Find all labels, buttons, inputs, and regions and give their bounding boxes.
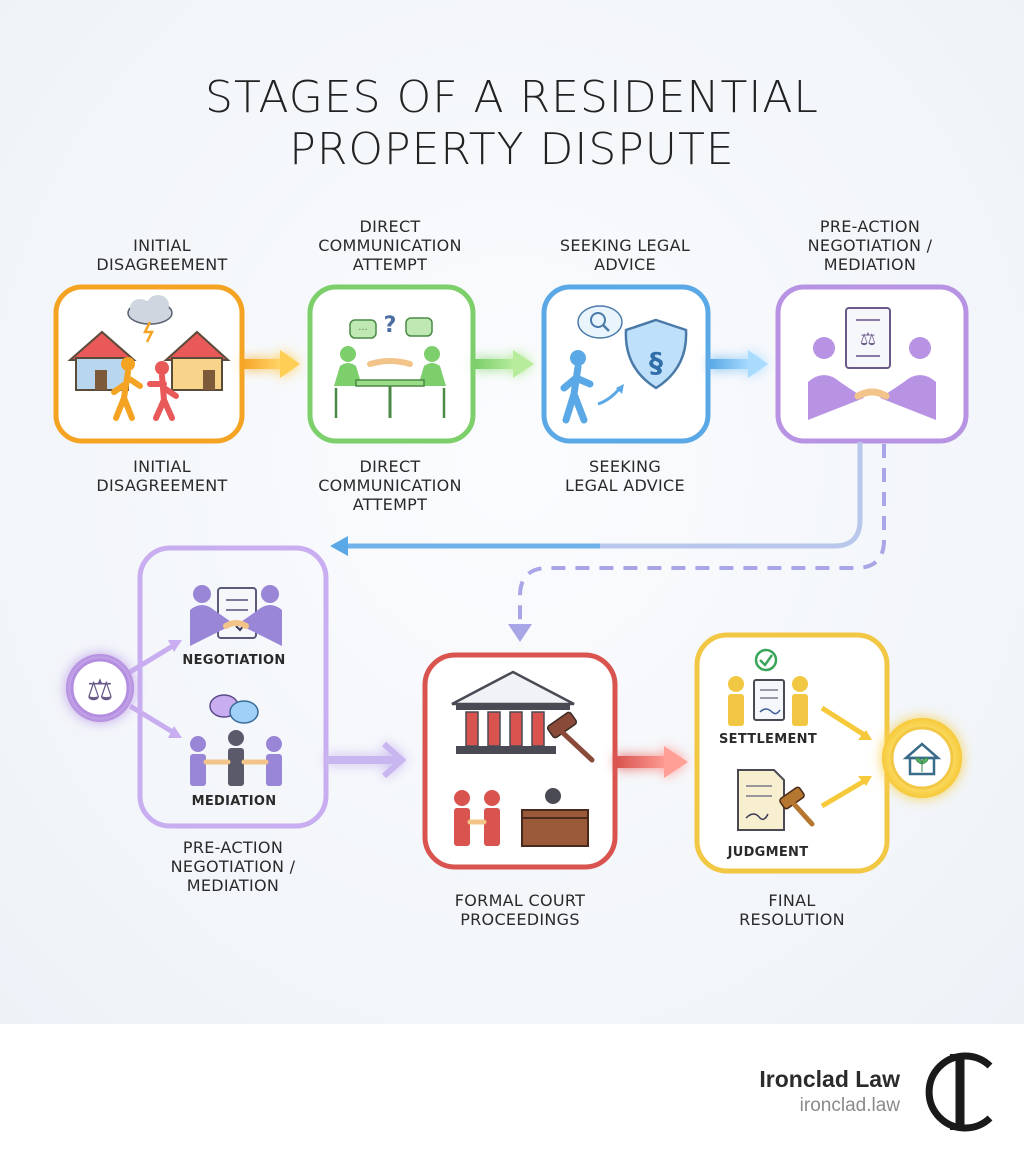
shield-advice-icon: § [560,305,688,424]
title-line-1: STAGES OF A RESIDENTIAL [205,72,819,123]
stage-card-initial-disagreement [53,284,245,444]
label-settlement: SETTLEMENT [718,732,817,747]
title-line-2: PROPERTY DISPUTE [289,124,735,175]
settlement-icon [728,648,808,726]
label-negotiation: NEGOTIATION [182,653,286,668]
stage-card-court [422,652,618,870]
arrow-2-to-3 [475,350,534,378]
stage-card-resolution [694,632,890,874]
ic-monogram-icon [925,1052,993,1132]
label-pre-action-top: PRE-ACTION NEGOTIATION / MEDIATION [807,217,933,274]
arrow-pre-action-to-court [326,741,407,779]
negotiation-icon [190,585,282,646]
courthouse-icon [451,670,575,754]
brand-url: ironclad.law [799,1095,900,1116]
scales-hub: ⚖ [66,640,182,738]
mediation-icon [190,694,282,786]
houses-conflict-icon [67,295,231,421]
meeting-table-icon: ··· ? [334,313,446,418]
home-icon [902,742,942,776]
arrow-1-to-2 [244,350,300,378]
connector-to-pre-action-panel [330,442,863,556]
scales-icon: ⚖ [87,673,114,708]
flow-diagram: ··· ? § [53,284,969,874]
stage-card-direct-communication: ··· ? [307,284,476,444]
label-direct-bottom: DIRECT COMMUNICATION ATTEMPT [318,457,462,514]
label-advice-top: SEEKING LEGAL ADVICE [559,236,691,274]
brand-block: Ironclad Law ironclad.law [759,1066,900,1117]
label-direct-top: DIRECT COMMUNICATION ATTEMPT [318,217,462,274]
label-initial-bottom: INITIAL DISAGREEMENT [96,457,228,495]
label-initial-top: INITIAL DISAGREEMENT [96,236,228,274]
svg-text:⚖: ⚖ [860,329,876,350]
label-mediation: MEDIATION [191,794,277,809]
footer: Ironclad Law ironclad.law [0,1024,1024,1154]
svg-text:···: ··· [358,325,368,336]
arrow-court-to-resolution [616,746,688,778]
pre-action-panel [137,545,329,829]
connector-dashed-to-court [508,444,886,642]
svg-text:?: ? [384,313,397,338]
handshake-document-icon: ⚖ [808,307,936,420]
home-resolution-hub [882,718,962,798]
label-judgment: JUDGMENT [727,845,809,860]
label-court: FORMAL COURT PROCEEDINGS [454,891,586,929]
judgment-icon [737,769,815,831]
brand-name: Ironclad Law [759,1066,900,1092]
infographic-canvas: STAGES OF A RESIDENTIAL PROPERTY DISPUTE [0,0,1024,1024]
gavel-icon [546,711,595,763]
stage-card-seeking-legal-advice: § [541,284,711,444]
svg-text:§: § [649,346,663,379]
label-pre-action-bottom: PRE-ACTION NEGOTIATION / MEDIATION [170,838,296,895]
label-resolution: FINAL RESOLUTION [739,891,845,929]
courtroom-scene-icon [454,788,589,847]
stage-card-pre-action: ⚖ [775,284,969,444]
label-advice-bottom: SEEKING LEGAL ADVICE [565,457,685,495]
arrow-3-to-4 [710,350,768,378]
